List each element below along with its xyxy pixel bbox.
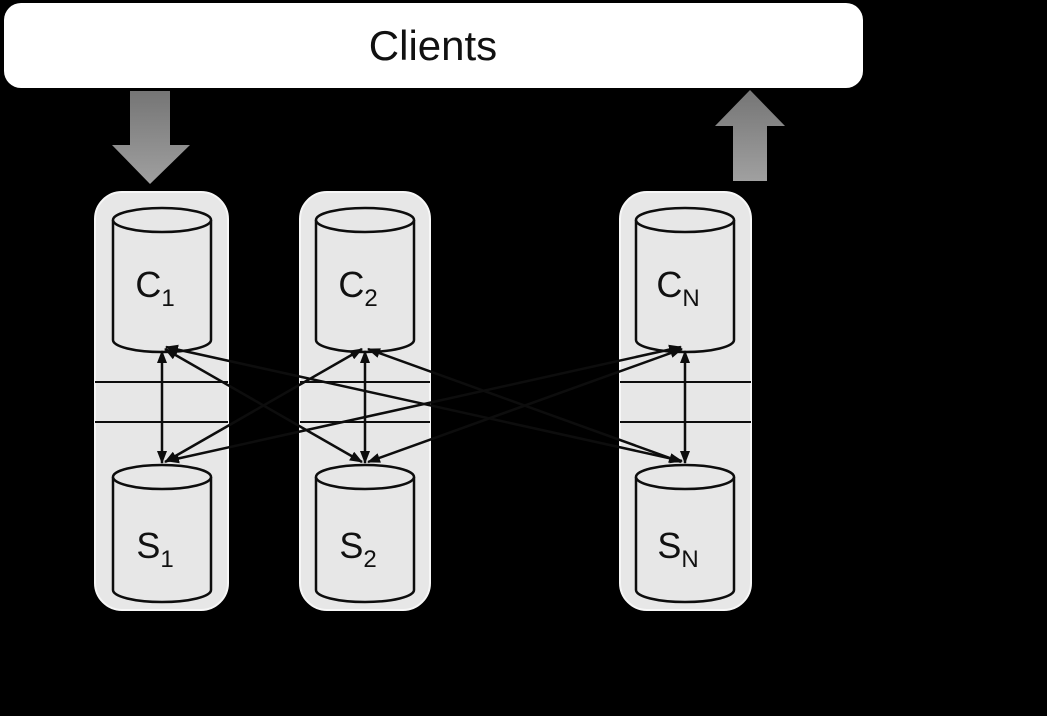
storage-label-n: SN (657, 525, 698, 573)
coordinator-label-2: C2 (338, 264, 377, 312)
connection-arrow-cn-s2 (367, 347, 683, 464)
storage-cylinder-1 (111, 477, 213, 604)
coordinator-cylinder-1-top (111, 206, 213, 234)
storage-cylinder-n-top (634, 463, 736, 491)
clients-label: Clients (369, 22, 497, 69)
storage-cylinder-n (634, 477, 736, 604)
requests-down-arrow-icon (112, 91, 190, 184)
coordinator-cylinder-n-top (634, 206, 736, 234)
storage-cylinder-2-top (314, 463, 416, 491)
connection-arrows (157, 344, 690, 464)
storage-label-2: S2 (339, 525, 376, 573)
storage-cylinder-1-top (111, 463, 213, 491)
coordinator-cylinder-2-top (314, 206, 416, 234)
coordinator-label-1: C1 (135, 264, 174, 312)
storage-label-1: S1 (136, 525, 173, 573)
shard-group-1: C1 S1 (94, 191, 229, 611)
clients-box (4, 3, 863, 88)
storage-cylinder-2 (314, 477, 416, 604)
coordinator-label-n: CN (656, 264, 699, 312)
responses-up-arrow-icon (715, 90, 785, 181)
